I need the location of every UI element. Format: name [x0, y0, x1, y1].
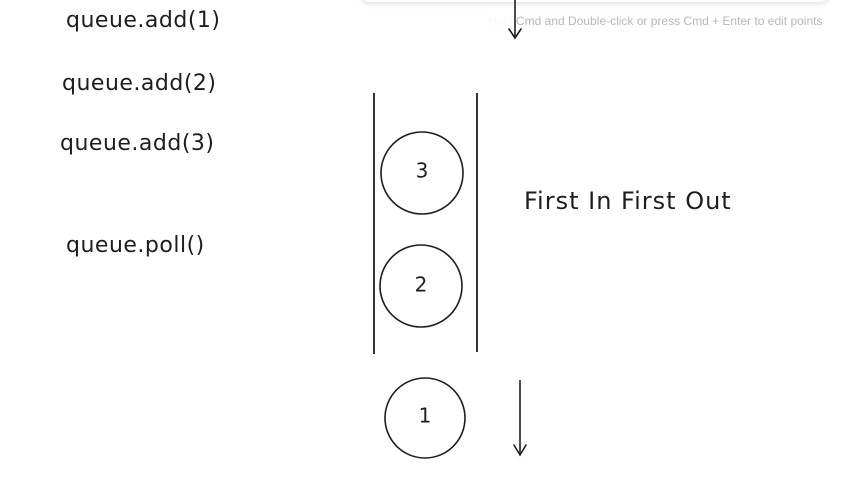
fifo-label[interactable]: First In First Out [524, 187, 732, 215]
top-arrow[interactable] [508, 0, 522, 40]
code-queue-poll[interactable]: queue.poll() [66, 233, 205, 258]
node-1-label: 1 [419, 404, 432, 428]
hint-overlap-mask [486, 8, 516, 34]
edit-points-hint: Hold Cmd and Double-click or press Cmd +… [488, 14, 823, 28]
toolbar-edge [360, 0, 830, 2]
down-arrow[interactable] [513, 380, 527, 457]
code-queue-add-2[interactable]: queue.add(2) [62, 71, 217, 96]
node-3-label: 3 [416, 159, 429, 183]
node-2-label: 2 [415, 273, 428, 297]
queue-node-3[interactable]: 3 [380, 131, 464, 215]
code-queue-add-3[interactable]: queue.add(3) [60, 131, 215, 156]
dequeued-node-1[interactable]: 1 [384, 377, 466, 459]
code-queue-add-1[interactable]: queue.add(1) [66, 8, 221, 33]
queue-node-2[interactable]: 2 [379, 244, 463, 328]
